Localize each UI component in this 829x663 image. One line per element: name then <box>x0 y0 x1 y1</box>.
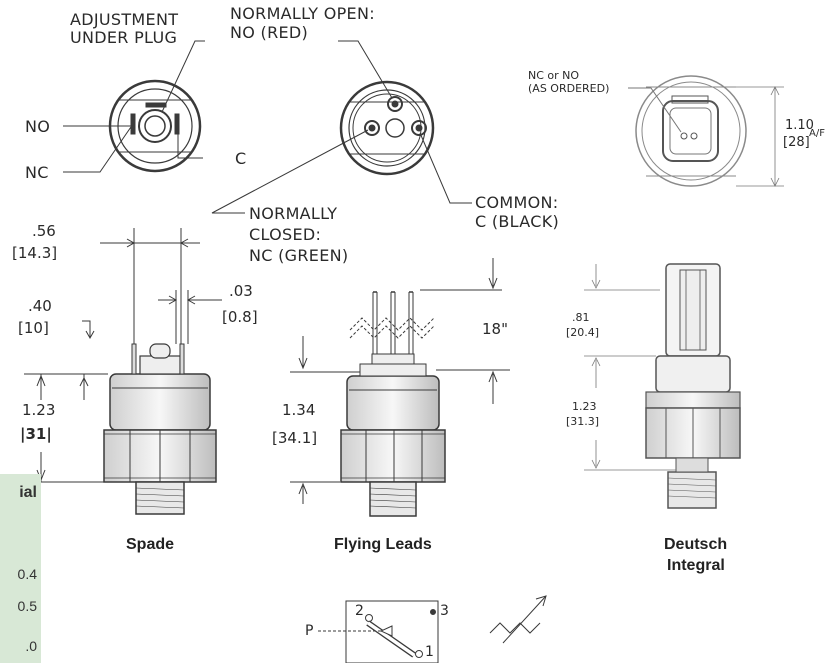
no-label: NO <box>25 117 51 136</box>
common-line1: COMMON: <box>475 193 559 212</box>
normally-closed-line3: NC (GREEN) <box>249 246 349 265</box>
leads-body-mm: [34.1] <box>272 429 318 447</box>
leads-body-in: 1.34 <box>282 401 316 419</box>
spade-width-in: .56 <box>32 222 56 240</box>
leads-top-view <box>211 40 472 214</box>
deutsch-side-view <box>584 263 741 509</box>
nc-or-no-line2: (AS ORDERED) <box>528 82 610 95</box>
side-panel-row3: .0 <box>25 638 37 654</box>
deutsch-top-mm: [20.4] <box>566 326 600 339</box>
schematic-pin1: 1 <box>425 644 434 660</box>
caption-flying-leads: Flying Leads <box>334 536 432 553</box>
common-line2: C (BLACK) <box>475 212 560 231</box>
leads-length: 18" <box>482 320 508 338</box>
caption-deutsch-line2: Integral <box>667 557 725 574</box>
spade-height-mm: [10] <box>18 319 49 337</box>
adjustment-label-line2: UNDER PLUG <box>70 28 178 47</box>
spade-body-in: 1.23 <box>22 401 56 419</box>
caption-deutsch-line1: Deutsch <box>664 536 728 553</box>
deutsch-body-mm: [31.3] <box>566 415 600 428</box>
nc-label: NC <box>25 163 49 182</box>
normally-open-line1: NORMALLY OPEN: <box>230 4 375 23</box>
spade-tab-in: .03 <box>229 282 253 300</box>
side-panel: ial 0.4 0.5 .0 <box>0 474 41 663</box>
deutsch-body-in: 1.23 <box>572 400 597 413</box>
c-label: C <box>235 149 247 168</box>
deutsch-top-mm-value: 20.4 <box>570 326 595 339</box>
spade-tab-mm-value: 0.8 <box>227 308 252 326</box>
normally-closed-line2: CLOSED: <box>249 225 322 244</box>
spade-side-view <box>24 228 222 515</box>
spade-body-mm: |31| <box>20 425 52 443</box>
nc-or-no-line1: NC or NO <box>528 69 580 82</box>
normally-closed-line1: NORMALLY <box>249 204 338 223</box>
leads-side-view <box>290 258 510 517</box>
spade-height-mm-value: 10 <box>23 319 43 337</box>
side-panel-heading: ial <box>19 484 37 501</box>
adjustment-label-line1: ADJUSTMENT <box>70 10 179 29</box>
hex-dim-in: 1.10 <box>785 118 814 133</box>
leads-body-mm-value: 34.1 <box>277 429 312 447</box>
spade-width-mm-value: 14.3 <box>17 244 52 262</box>
deutsch-top-in: .81 <box>572 311 590 324</box>
side-panel-row1: 0.4 <box>17 566 37 582</box>
hex-dim-unit: A/F <box>809 128 825 139</box>
spade-body-mm-value: 31 <box>25 425 47 443</box>
switch-schematic <box>318 595 547 663</box>
spade-tab-mm: [0.8] <box>222 308 258 326</box>
spade-width-mm: [14.3] <box>12 244 58 262</box>
schematic-pin2: 2 <box>355 603 364 619</box>
hex-dim-mm: [28] <box>783 135 810 150</box>
hex-dim-mm-value: 28 <box>788 135 805 150</box>
caption-spade: Spade <box>126 536 175 553</box>
deutsch-body-mm-value: 31.3 <box>570 415 595 428</box>
schematic-pin3: 3 <box>440 603 449 619</box>
spade-height-in: .40 <box>28 297 52 315</box>
normally-open-line2: NO (RED) <box>230 23 309 42</box>
deutsch-top-view <box>628 75 784 187</box>
spade-top-view <box>63 40 205 173</box>
schematic-pressure: P <box>305 623 314 639</box>
side-panel-row2: 0.5 <box>17 598 37 614</box>
